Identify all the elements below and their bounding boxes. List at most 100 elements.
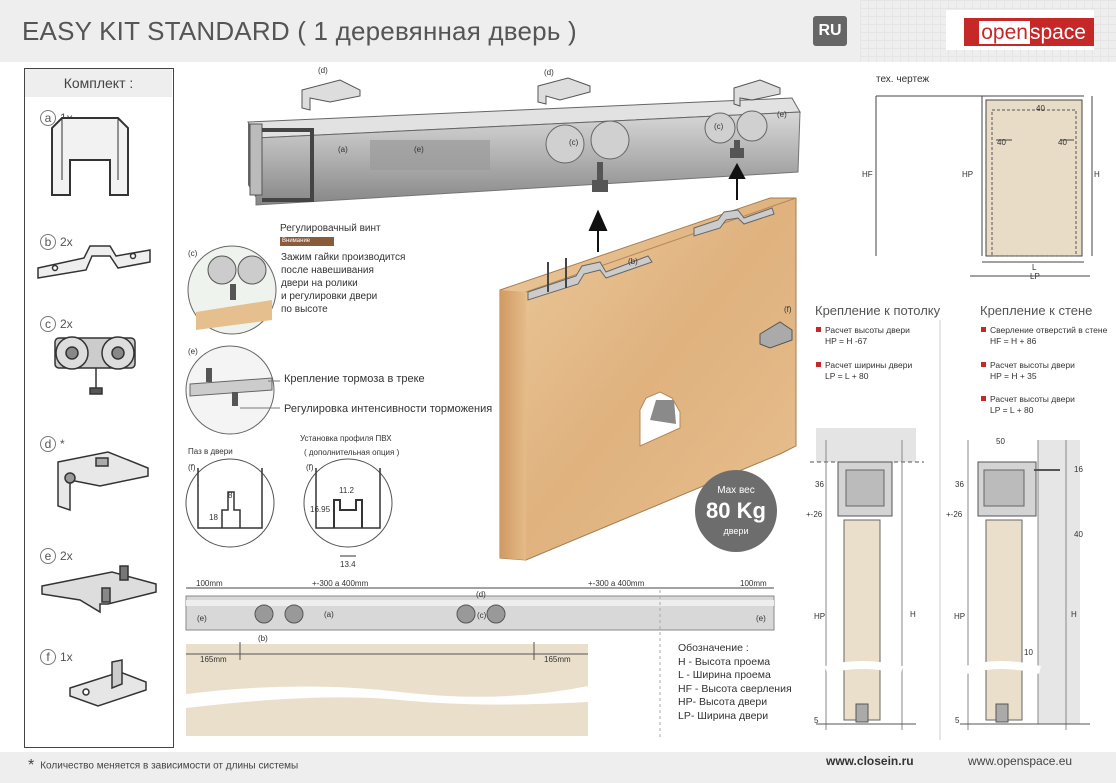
wall-dim-40: 40 xyxy=(1074,530,1083,539)
max-weight-badge: Max вес 80 Kg двери xyxy=(695,470,777,552)
footer-note-text: Количество меняется в зависимости от дли… xyxy=(40,760,299,772)
tech-40-top: 40 xyxy=(1036,104,1045,113)
strip-tag-e2: (e) xyxy=(756,614,766,623)
groove-title: Паз в двери xyxy=(188,447,233,456)
wall-dim-10: 10 xyxy=(1024,648,1033,657)
tech-l: L xyxy=(1032,263,1037,272)
ceiling-mount-title: Крепление к потолку xyxy=(815,303,941,318)
ceiling-dim-h: H xyxy=(910,610,916,619)
part-label-e1: (e) xyxy=(414,145,424,154)
part-label-c2: (c) xyxy=(714,122,724,131)
openspace-logo: openspace xyxy=(946,10,1094,50)
logo-open-word: open xyxy=(979,21,1030,44)
kit-icon-ceiling-clip xyxy=(57,451,149,512)
kit-letter: b xyxy=(40,234,56,250)
kit-icon-track xyxy=(51,117,129,196)
legend-line: H - Высота проема xyxy=(678,655,771,668)
strip-dim-right: 100mm xyxy=(740,579,767,588)
bullet-text: Расчет высоты двери xyxy=(990,360,1075,370)
kit-letter: a xyxy=(40,110,56,126)
bullet-formula: LP = L + 80 xyxy=(825,371,869,381)
logo-text: openspace xyxy=(979,21,1086,45)
tech-40-left: 40 xyxy=(997,138,1006,147)
strip-tag-e1: (e) xyxy=(197,614,207,623)
wall-dim-hp: HP xyxy=(954,612,966,621)
kit-panel: Комплект : xyxy=(24,68,174,748)
tech-hp: HP xyxy=(962,170,974,179)
part-label-d2: (d) xyxy=(544,68,554,77)
wall-mount-section xyxy=(960,440,1090,730)
groove-dim-h: 18 xyxy=(209,513,218,522)
max-weight-line1: Max вес xyxy=(717,485,755,496)
pvc-dim-b: 13.4 xyxy=(340,560,356,569)
detail-groove-circle xyxy=(185,458,275,548)
legend-line: L - Ширина проема xyxy=(678,669,771,681)
detail-label-c: (c) xyxy=(188,249,198,258)
wall-dim-26: +-26 xyxy=(946,510,963,519)
footer-star: * xyxy=(28,757,35,774)
language-badge[interactable]: RU xyxy=(813,16,847,46)
kit-icon-brake xyxy=(41,565,157,614)
part-label-c1: (c) xyxy=(569,138,579,147)
tech-h: H xyxy=(1094,170,1100,179)
kit-letter: d xyxy=(40,436,56,452)
bullet-text: Расчет ширины двери xyxy=(825,360,913,370)
kit-heading: Комплект : xyxy=(25,69,172,97)
pvc-title: Установка профиля ПВХ xyxy=(300,434,392,443)
kit-letter: c xyxy=(40,316,56,332)
kit-qty: 2x xyxy=(60,549,73,563)
openspace-link[interactable]: www.openspace.eu xyxy=(968,754,1073,768)
strip-dim-mid-right: +-300 а 400mm xyxy=(588,579,645,588)
pvc-dim-h: 16.95 xyxy=(310,505,331,514)
strip-tag-d: (d) xyxy=(476,590,486,599)
tech-40-right: 40 xyxy=(1058,138,1067,147)
detail-pvc-circle xyxy=(303,458,393,557)
pvc-f-label: (f) xyxy=(306,463,314,472)
max-weight-line3: двери xyxy=(723,526,749,536)
detail-adjust-circle xyxy=(187,245,277,335)
tech-hf: HF xyxy=(862,170,873,179)
kit-letter: f xyxy=(40,649,56,665)
strip-tag-b: (b) xyxy=(258,634,268,643)
wall-dim-h: H xyxy=(1071,610,1077,619)
wall-dim-36: 36 xyxy=(955,480,964,489)
ceiling-dim-5: 5 xyxy=(814,716,819,725)
bullet-text: Расчет высоты двери xyxy=(825,325,910,335)
strip-dim-165-left: 165mm xyxy=(200,655,227,664)
main-track-3d xyxy=(247,77,801,252)
strip-dim-mid-left: +-300 а 400mm xyxy=(312,579,369,588)
bullet-formula: HP = H -67 xyxy=(825,336,868,346)
max-weight-value: 80 Kg xyxy=(706,498,766,523)
kit-qty: * xyxy=(60,437,65,451)
brake-note-line2: Регулировка интенсивности торможения xyxy=(284,403,493,415)
attention-tag: Внимание xyxy=(280,237,334,246)
adjust-note-line: и регулировки двери xyxy=(281,291,378,302)
adjust-note-line: после навешивания xyxy=(281,265,374,276)
wooden-door-3d xyxy=(499,197,797,561)
kit-item-e: e 2x xyxy=(40,548,73,564)
adjust-note-line: Зажим гайки производится xyxy=(281,252,406,263)
kit-item-b: b 2x xyxy=(40,234,73,250)
kit-icon-floor-guide xyxy=(69,659,147,707)
ceiling-dim-36: 36 xyxy=(815,480,824,489)
kit-qty: 2x xyxy=(60,235,73,249)
bullet-formula: HF = H + 86 xyxy=(990,336,1037,346)
bullet-formula: HP = H + 35 xyxy=(990,371,1037,381)
legend-block: Обозначение : H - Высота проема L - Шири… xyxy=(678,642,792,723)
closein-link[interactable]: www.closein.ru xyxy=(826,754,914,768)
part-label-e2: (e) xyxy=(777,110,787,119)
tech-lp: LP xyxy=(1030,272,1040,281)
page-title: EASY KIT STANDARD ( 1 деревянная дверь ) xyxy=(22,16,577,46)
bullet-text: Расчет высоты двери xyxy=(990,394,1075,404)
legend-line: HP- Высота двери xyxy=(678,696,768,708)
kit-letter: e xyxy=(40,548,56,564)
logo-space-word: space xyxy=(1029,21,1086,44)
wall-dim-16: 16 xyxy=(1074,465,1083,474)
